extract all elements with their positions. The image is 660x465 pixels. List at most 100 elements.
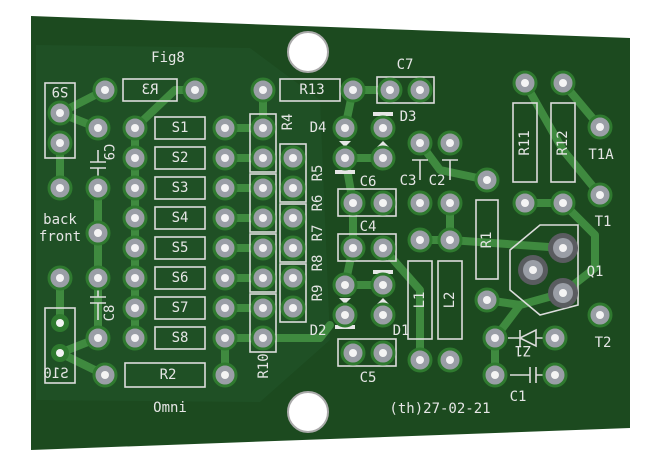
pad-drill-hole (221, 274, 229, 282)
label-s10: S10 (43, 366, 68, 382)
pad-drill-hole (259, 334, 267, 342)
pad-drill-hole (221, 214, 229, 222)
label-r11: R11 (517, 130, 533, 155)
label-r10: R10 (256, 353, 272, 378)
label-z1: Z1 (515, 342, 532, 358)
mounting-hole (287, 391, 329, 433)
pad-drill-hole (446, 199, 454, 207)
pad-drill-hole (289, 244, 297, 252)
pad-drill-hole (221, 304, 229, 312)
pad-drill-hole (446, 356, 454, 364)
label-l2: L2 (442, 292, 458, 309)
pad-drill-hole (259, 214, 267, 222)
pad-drill-hole (259, 154, 267, 162)
pad-drill-hole (341, 281, 349, 289)
pad-drill-hole (94, 124, 102, 132)
pad-drill-hole (259, 86, 267, 94)
label-t1a: T1A (588, 147, 614, 163)
label-l1: L1 (412, 292, 428, 309)
pad-drill-hole (551, 334, 559, 342)
pad-drill-hole (596, 311, 604, 319)
label-c1: C1 (510, 389, 527, 405)
pad-drill-hole (386, 86, 394, 94)
pad-drill-hole (289, 184, 297, 192)
pad-drill-hole (483, 296, 491, 304)
pad-drill-hole (341, 124, 349, 132)
label-c8: C8 (102, 305, 118, 322)
pad-drill-hole (416, 199, 424, 207)
pad-drill-hole (221, 244, 229, 252)
pad-drill-hole (559, 289, 567, 297)
label-r3: R3 (142, 82, 159, 98)
pad-drill-hole (521, 79, 529, 87)
label-s7: S7 (172, 300, 189, 316)
pad-drill-hole (259, 304, 267, 312)
pad-drill-hole (101, 86, 109, 94)
pad-drill-hole (529, 266, 537, 274)
pad-drill-hole (289, 274, 297, 282)
pad-drill-hole (56, 349, 64, 357)
pad-drill-hole (559, 244, 567, 252)
pad-drill-hole (341, 154, 349, 162)
pad-drill-hole (191, 86, 199, 94)
pad-drill-hole (341, 311, 349, 319)
pad-drill-hole (131, 184, 139, 192)
pad-drill-hole (56, 109, 64, 117)
pad-drill-hole (259, 244, 267, 252)
pad-drill-hole (221, 124, 229, 132)
label-r2: R2 (160, 367, 177, 383)
label-s8: S8 (172, 330, 189, 346)
silkscreen-labels: Fig8 back front Omni (th)27-02-21 S9 S10… (39, 50, 614, 417)
pad-drill-hole (416, 236, 424, 244)
pads (47, 70, 613, 388)
pad-drill-hole (56, 274, 64, 282)
pad-drill-hole (221, 334, 229, 342)
pad-drill-hole (259, 124, 267, 132)
label-c7: C7 (397, 57, 414, 73)
pad-drill-hole (259, 274, 267, 282)
pad-drill-hole (94, 229, 102, 237)
pad-drill-hole (131, 154, 139, 162)
label-s3: S3 (172, 180, 189, 196)
pad-drill-hole (56, 184, 64, 192)
pad-drill-hole (349, 199, 357, 207)
pad-drill-hole (94, 274, 102, 282)
pad-drill-hole (596, 123, 604, 131)
mounting-hole (287, 31, 329, 73)
pad-drill-hole (131, 244, 139, 252)
label-r13: R13 (299, 82, 324, 98)
label-back: back (43, 212, 77, 228)
pad-drill-hole (131, 214, 139, 222)
pad-drill-hole (551, 371, 559, 379)
pad-drill-hole (379, 124, 387, 132)
label-t2: T2 (595, 335, 612, 351)
pad-drill-hole (221, 371, 229, 379)
label-q1: Q1 (587, 264, 604, 280)
pad-drill-hole (221, 184, 229, 192)
label-s5: S5 (172, 240, 189, 256)
pad-drill-hole (379, 244, 387, 252)
pad-drill-hole (101, 371, 109, 379)
pad-drill-hole (349, 244, 357, 252)
label-omni: Omni (153, 400, 187, 416)
label-s6: S6 (172, 270, 189, 286)
pad-drill-hole (349, 86, 357, 94)
label-t1: T1 (595, 214, 612, 230)
label-r4: R4 (280, 114, 296, 131)
pad-drill-hole (559, 199, 567, 207)
pad-drill-hole (131, 304, 139, 312)
pad-drill-hole (94, 334, 102, 342)
label-r7: R7 (310, 225, 326, 242)
label-c6: C6 (360, 174, 377, 190)
pad-drill-hole (289, 214, 297, 222)
pad-drill-hole (559, 79, 567, 87)
label-c2: C2 (429, 173, 446, 189)
label-c3: C3 (400, 173, 417, 189)
label-r5: R5 (310, 165, 326, 182)
pad-drill-hole (349, 349, 357, 357)
label-r9: R9 (310, 285, 326, 302)
label-r12: R12 (555, 130, 571, 155)
pad-drill-hole (94, 184, 102, 192)
label-c4: C4 (360, 219, 377, 235)
